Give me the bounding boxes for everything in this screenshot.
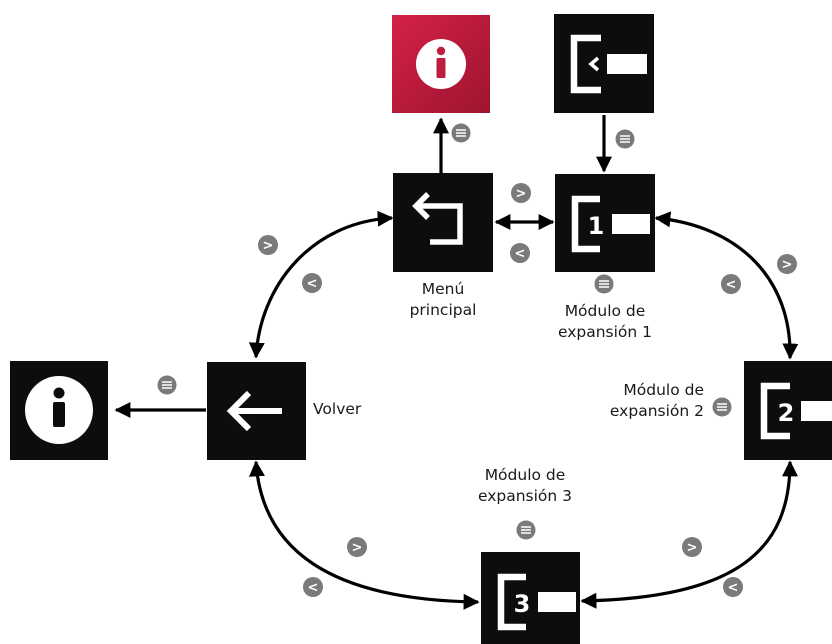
expansion-module-enter-icon bbox=[570, 34, 647, 94]
next-badge: > bbox=[777, 254, 797, 274]
next-symbol: > bbox=[782, 258, 793, 273]
main-menu-label-line2: principal bbox=[409, 301, 477, 319]
info-top-tile bbox=[392, 15, 490, 113]
menu-lines-icon bbox=[157, 375, 177, 395]
module3-number: 3 bbox=[514, 590, 531, 618]
prev-symbol: < bbox=[307, 277, 318, 292]
module1-label-line1: Módulo de bbox=[564, 302, 646, 320]
prev-symbol: < bbox=[515, 247, 526, 262]
left-arrow-icon bbox=[226, 390, 282, 432]
next-symbol: > bbox=[687, 541, 698, 556]
menu-lines-icon bbox=[615, 129, 635, 149]
module2-number: 2 bbox=[778, 399, 795, 427]
menu-lines-icon bbox=[712, 397, 732, 417]
prev-badge: < bbox=[302, 273, 322, 293]
module2-tile: 2 bbox=[744, 361, 832, 460]
module2-label: Módulo de expansión 2 bbox=[590, 380, 704, 422]
arrow-back-module3 bbox=[249, 460, 480, 610]
arrow-module1-module2 bbox=[654, 211, 799, 360]
prev-symbol: < bbox=[308, 581, 319, 596]
connectors bbox=[114, 115, 799, 610]
prev-symbol: < bbox=[726, 278, 737, 293]
next-button-badges: > > > > > bbox=[258, 183, 797, 557]
menu-lines-icon bbox=[594, 274, 614, 294]
next-badge: > bbox=[682, 537, 702, 557]
prev-badge: < bbox=[510, 243, 530, 263]
next-badge: > bbox=[511, 183, 531, 203]
main-menu-label-line1: Menú bbox=[421, 280, 465, 298]
prev-badge: < bbox=[723, 577, 743, 597]
prev-button-badges: < < < < < bbox=[302, 243, 743, 597]
module1-tile: 1 bbox=[555, 174, 655, 272]
menu-button-badges bbox=[157, 123, 732, 540]
main-menu-label: Menú principal bbox=[395, 279, 491, 321]
module3-label-line1: Módulo de bbox=[484, 466, 566, 484]
module3-label: Módulo de expansión 3 bbox=[462, 465, 588, 507]
module3-tile: 3 bbox=[481, 552, 580, 644]
module1-label: Módulo de expansión 1 bbox=[546, 301, 664, 343]
prev-badge: < bbox=[303, 577, 323, 597]
expansion-module-icon: 3 bbox=[497, 573, 576, 631]
module1-number: 1 bbox=[588, 212, 605, 240]
prev-symbol: < bbox=[728, 581, 739, 596]
module3-label-line2: expansión 3 bbox=[477, 487, 573, 505]
prev-badge: < bbox=[721, 274, 741, 294]
info-icon bbox=[25, 376, 93, 444]
next-symbol: > bbox=[352, 541, 363, 556]
next-badge: > bbox=[347, 537, 367, 557]
return-arrow-icon bbox=[412, 192, 463, 245]
arrow-module2-module3 bbox=[580, 460, 798, 609]
expansion-module-icon: 1 bbox=[571, 195, 650, 253]
arrow-menu-back bbox=[248, 210, 394, 359]
menu-lines-icon bbox=[451, 123, 471, 143]
expansion-entry-tile bbox=[554, 14, 654, 113]
info-icon bbox=[416, 39, 466, 89]
next-badge: > bbox=[258, 235, 278, 255]
info-left-tile bbox=[10, 361, 108, 460]
module1-label-line2: expansión 1 bbox=[557, 323, 653, 341]
module2-label-line1: Módulo de bbox=[623, 381, 704, 399]
module2-label-line2: expansión 2 bbox=[609, 402, 704, 420]
next-symbol: > bbox=[263, 239, 274, 254]
main-menu-tile bbox=[393, 173, 493, 272]
next-symbol: > bbox=[516, 187, 527, 202]
menu-lines-icon bbox=[516, 520, 536, 540]
expansion-module-icon: 2 bbox=[760, 382, 832, 440]
back-tile bbox=[207, 362, 306, 460]
back-label: Volver bbox=[313, 400, 362, 418]
